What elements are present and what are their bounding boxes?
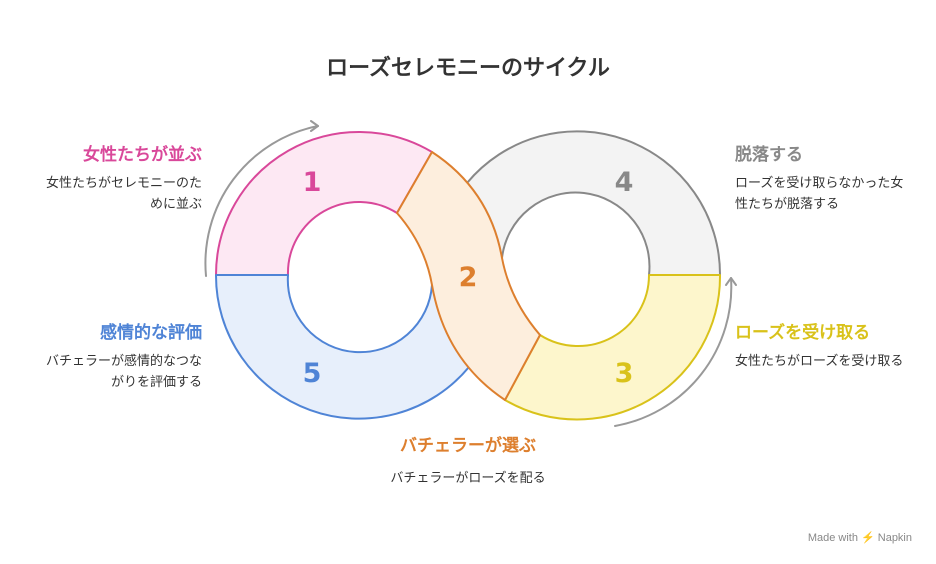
footer-credit: Made with ⚡ Napkin (807, 532, 912, 544)
step-2-description: バチェラーがローズを配る (390, 471, 546, 486)
segment-number-2: 2 (459, 262, 478, 293)
arrow-left (204, 125, 319, 277)
arrow-right-head (725, 277, 737, 286)
step-5-description: バチェラーが感情的なつながりを評価する (45, 354, 202, 390)
segment-number-1: 1 (303, 167, 322, 198)
step-3-title: ローズを受け取る (735, 323, 871, 343)
step-4-description: ローズを受け取らなかった女性たちが脱落する (735, 176, 904, 212)
segment-1 (215, 130, 433, 276)
step-1-title: 女性たちが並ぶ (83, 145, 202, 165)
step-3-description: 女性たちがローズを受け取る (735, 354, 904, 369)
segment-2 (396, 151, 541, 401)
segment-4 (466, 130, 722, 276)
step-4-title: 脱落する (735, 145, 803, 165)
arrow-left-head (310, 120, 319, 132)
segment-3 (504, 274, 722, 421)
step-1-description: 女性たちがセレモニーのために並ぶ (45, 176, 202, 212)
step-2-title: バチェラーが選ぶ (400, 436, 536, 456)
arrow-right (614, 277, 733, 427)
segment-5 (214, 274, 470, 420)
segment-number-4: 4 (615, 167, 634, 198)
diagram-title: ローズセレモニーのサイクル (326, 56, 610, 81)
segment-number-5: 5 (303, 358, 322, 389)
step-5-title: 感情的な評価 (100, 323, 202, 343)
segment-number-3: 3 (615, 358, 634, 389)
